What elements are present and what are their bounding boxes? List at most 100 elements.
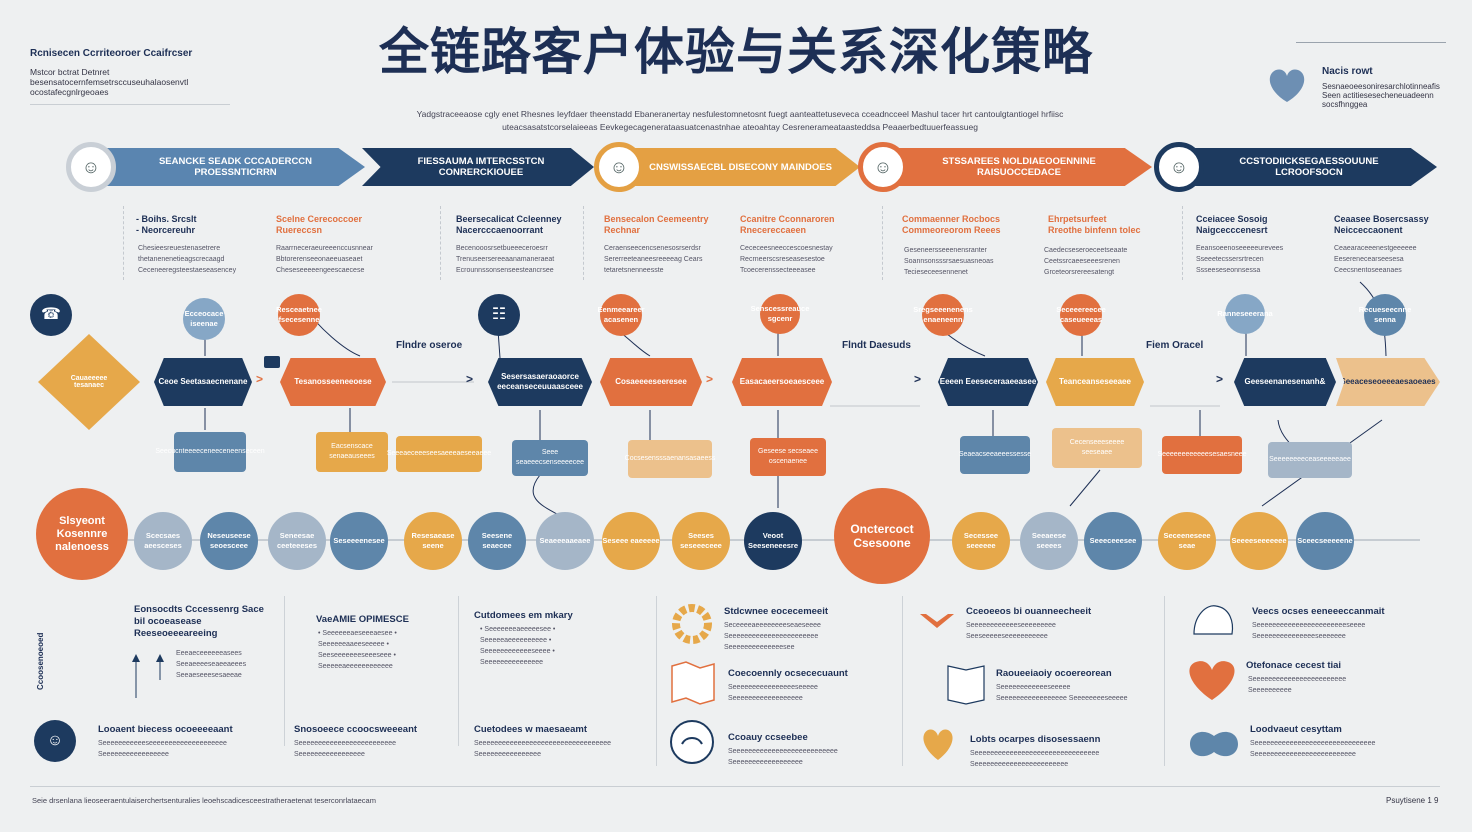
touchpoint-circle-2: Resceaetnee fsecesenne <box>276 294 322 336</box>
document-icon: ☷ <box>478 294 520 336</box>
column-2-heading: Scelne Cerecoccoer Ruereccsn <box>276 214 363 235</box>
start-diamond-label: Cauaeeeee tesanaec <box>70 375 108 389</box>
section-13-heading: Ccoauy ccseebee <box>728 732 808 743</box>
journey-circle-1-label: Scecsaes aeesceses <box>144 531 182 550</box>
section-divider <box>656 596 657 766</box>
chevron-right-icon: > <box>466 372 474 386</box>
section-11-text: Seeeeeeeeeeeeeeeeeeeeeeeee Seeeeeeeeeeee… <box>294 740 396 758</box>
stage-5: CCSTODIICKSEGAESSOUUNE LCROOFSOCN <box>1175 148 1437 186</box>
heart-icon <box>1189 661 1235 700</box>
touchpoint-circle-8: Recueseecnne senna <box>1359 294 1411 336</box>
section-divider <box>1164 596 1165 766</box>
section-12-text: Seeeeeeeeeeeeeeeeeeeeeeeeeeeeeeeeee Seee… <box>474 740 612 758</box>
handshake-hands-icon <box>1190 731 1238 757</box>
journey-circle-14-label: Seceeneseee seae <box>1163 531 1211 550</box>
column-divider <box>440 206 441 280</box>
footer-divider <box>30 786 1440 787</box>
column-6-text: Geseneersseeenensranter Soannsonsssrsaes… <box>904 247 994 276</box>
user-support-icon: ☺ <box>34 720 76 762</box>
detail-box-10: Seeeeeeeeceaseeeeeaee <box>1268 442 1352 478</box>
column-4-heading: Bensecalon Ceemeentry Rechnar <box>604 214 709 235</box>
journey-circle-3: Seneesae ceeteeeses <box>268 512 326 570</box>
column-divider <box>583 206 584 280</box>
flow-label-2: Flndt Daesuds <box>842 340 911 351</box>
column-8-heading: Cceiacee Sosoig Naigcecccenesrt <box>1196 214 1268 235</box>
detail-box-2: Eacsenscace senaeauseees <box>316 432 388 472</box>
detail-box-1-label: Seecucnteeeeceneeceneenseceen <box>155 448 265 455</box>
journey-circle-11-label: Secessee seeeeee <box>963 531 999 550</box>
section-5-text: Seeeeeeeeeeeeseeeeeeeee Seeseeeeeseeeeee… <box>966 622 1056 640</box>
process-node-5-label: Easacaeersoeaesceee <box>739 377 825 386</box>
chevron-down-icon <box>920 614 954 628</box>
journey-circle-2: Neseuseese seoesceee <box>200 512 258 570</box>
column-9-text: Ceaearaceeenestgeeeeee Eeserenecearseese… <box>1334 245 1417 274</box>
section-12-heading: Cuetodees w maesaeamt <box>474 724 587 735</box>
process-node-4-label: Cosaeeeeseeresee <box>615 377 687 386</box>
chevron-right-icon: > <box>914 372 922 386</box>
journey-circle-15-label: Seeeeseeeeeee <box>1231 536 1287 545</box>
journey-circle-13: Seeeceeesee <box>1084 512 1142 570</box>
top-right-heading: Nacis rowt <box>1322 66 1373 77</box>
section-4-text: Seceeeeaeeeeeeeeseaeseeee Seeeeeeeeeeeee… <box>724 622 821 651</box>
process-node-6: Eeeen Eeeseceraaeeasee <box>938 358 1038 406</box>
column-4-text: Ceraenseecencsenesosrserdsr Sererreetean… <box>604 245 703 274</box>
stage-1-label: SEANCKE SEADK CCCADERCCN PROESSNTICRRN <box>158 156 313 178</box>
detail-box-3-label: Seeeaeceeeseesaeeeaeseeaeee <box>386 450 492 457</box>
process-node-3: Sesersasaeraoaorce eeceanseceuuaasceee <box>488 358 592 406</box>
detail-box-7-label: Seaeacseeaeeessesse <box>958 451 1032 458</box>
touchpoint-circle-1: Ecceocace iseenae <box>183 298 225 340</box>
stage-4-person-icon: ☺ <box>858 142 908 192</box>
detail-box-4: Seee seaeeecsenseeeecee <box>512 440 588 476</box>
chat-bubble-icon <box>264 356 280 368</box>
column-7-heading: Ehrpetsurfeet Rreothe binfenn tolec <box>1048 214 1141 235</box>
page-number: Psuytisene 1 9 <box>1386 796 1439 805</box>
process-node-5: Easacaeersoeaesceee <box>732 358 832 406</box>
top-left-text: Mstcor bctrat Detnret besensatocernfemse… <box>30 67 189 97</box>
detail-box-4-label: Seee seaeeecsenseeeecee <box>515 449 585 466</box>
touchpoint-circle-3-label: Eenmeeareer acasenen <box>597 305 645 324</box>
journey-circle-2-label: Neseuseese seoesceee <box>207 531 251 550</box>
heart-icon <box>923 729 953 760</box>
map-icon <box>671 661 715 705</box>
section-1-text: Eeeaeceeeeeeasees Seeaeeeeseaeeaeees See… <box>176 650 247 679</box>
section-15-heading: Loodvaeut cesyttam <box>1250 724 1342 735</box>
journey-circle-15: Seeeeseeeeeee <box>1230 512 1288 570</box>
section-9-heading: Otefonace cecest tiai <box>1246 660 1342 671</box>
column-divider <box>123 206 124 280</box>
journey-circle-6: Seesene seaecee <box>468 512 526 570</box>
detail-box-8: Cecenseeeseeee seeseaee <box>1052 428 1142 468</box>
journey-hub-circle-label: Onctercoct Csesoone <box>850 522 914 550</box>
section-8-heading: Raoueeiaoiy ocoereorean <box>996 668 1112 679</box>
top-right-leader-line <box>1296 42 1446 43</box>
column-1-heading: - Boihs. Srcslt - Neorcereuhr <box>136 214 197 235</box>
column-9-heading: Ceaasee Bosercsassy Neicceccaonent <box>1334 214 1429 235</box>
side-label: Ccoosenoeoed <box>36 632 45 690</box>
handshake-icon <box>670 720 714 764</box>
journey-circle-8: Seseee eaeeeee <box>602 512 660 570</box>
stage-5-person-icon: ☺ <box>1154 142 1204 192</box>
journey-circle-16: Sceecseeeeene <box>1296 512 1354 570</box>
touchpoint-circle-5-label: Sregseeenenens enaeneenn <box>913 305 973 324</box>
stage-1-person-icon: ☺ <box>66 142 116 192</box>
stage-3-label: CNSWISSAECBL DISECONY MAINDOES <box>649 161 832 173</box>
process-node-8: Geeseenanesenanh& <box>1234 358 1336 406</box>
journey-circle-1: Scecsaes aeesceses <box>134 512 192 570</box>
detail-box-5: Cocsesensssaenansasaeess <box>625 440 715 478</box>
column-1-text: Chesieesreuestenasetrere thetanenenetiea… <box>138 245 237 274</box>
top-left-divider <box>30 104 230 105</box>
process-node-2: Tesanosseeneeoese <box>280 358 386 406</box>
subtitle: Yadgstraceeaose cgly enet Rhesnes Ieyfda… <box>300 108 1180 134</box>
journey-circle-6-label: Seesene seaecee <box>481 531 513 550</box>
journey-circle-9: Seeses seseeeceee <box>672 512 730 570</box>
process-node-4: Cosaeeeeseeresee <box>600 358 702 406</box>
process-node-3-label: Sesersasaeraoaorce eeceanseceuuaasceee <box>497 372 583 391</box>
touchpoint-circle-5: Sregseeenenens enaeneenn <box>913 294 973 336</box>
journey-circle-13-label: Seeeceeesee <box>1089 536 1137 545</box>
section-divider <box>902 596 903 766</box>
heart-hands-icon <box>1269 69 1305 102</box>
stage-5-label: CCSTODIICKSEGAESSOUUNE LCROOFSOCN <box>1239 156 1379 178</box>
column-divider <box>1182 206 1183 280</box>
journey-circle-14: Seceeneseee seae <box>1158 512 1216 570</box>
gear-icon <box>672 604 712 644</box>
section-14-heading: Lobts ocarpes disosessaenn <box>970 734 1101 745</box>
